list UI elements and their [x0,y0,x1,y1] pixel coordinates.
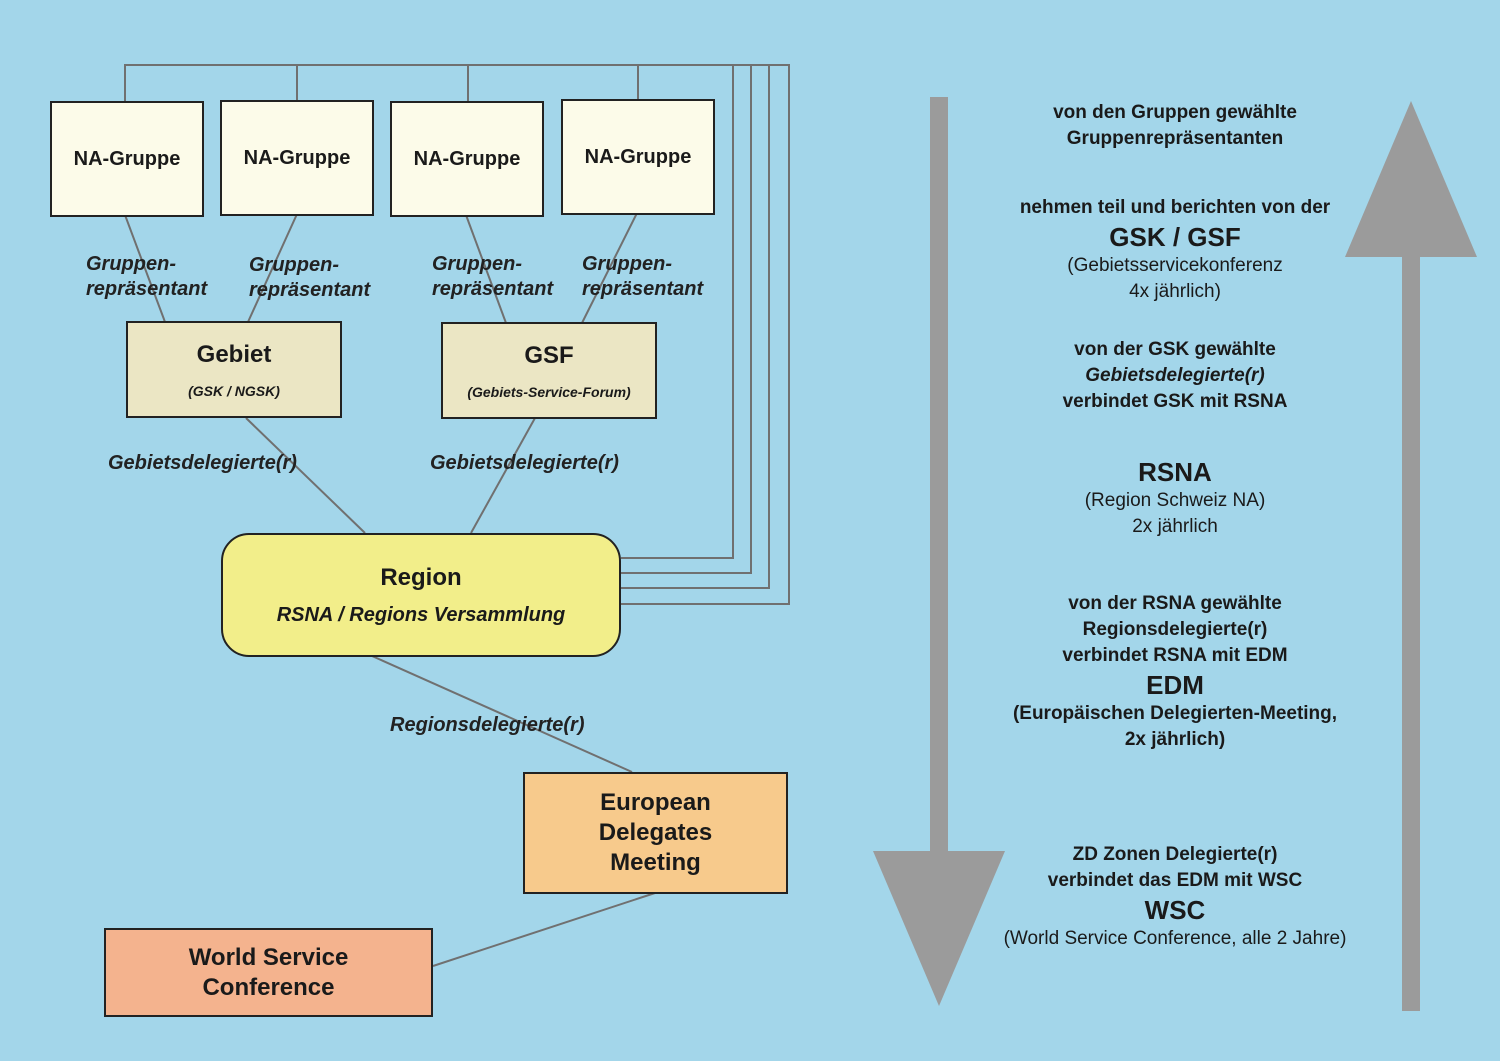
group-rep-label: Gruppen-repräsentant [86,253,208,300]
na-group-box: NA-Gruppe [50,101,204,217]
gsf-box: GSF (Gebiets-Service-Forum) [441,322,657,419]
info-block-rsna: RSNA (Region Schweiz NA) 2x jährlich [1084,457,1266,537]
info-block-wsc: ZD Zonen Delegierte(r) verbindet das EDM… [1003,844,1347,949]
gebiet-subtitle: (GSK / NGSK) [188,382,280,399]
edm-line: Meeting [610,849,701,876]
na-group-label: NA-Gruppe [413,147,521,170]
info-block-gsk: nehmen teil und berichten von der GSK / … [1019,197,1331,302]
region-box: Region RSNA / Regions Versammlung [221,533,621,657]
area-delegate-label: Gebietsdelegierte(r) [108,452,297,474]
group-rep-label: Gruppen-repräsentant [582,253,704,300]
na-group-box: NA-Gruppe [220,100,374,216]
area-delegate-label: Gebietsdelegierte(r) [430,452,619,474]
region-title: Region [380,563,462,591]
info-block-groups: von den Gruppen gewählte Gruppenrepräsen… [1053,102,1297,149]
edm-line: Delegates [598,819,713,846]
gebiet-box: Gebiet (GSK / NGSK) [126,321,342,418]
edm-box: European Delegates Meeting [523,772,788,894]
wsc-line: Conference [202,973,335,1001]
group-rep-label: Gruppen-repräsentant [249,254,371,301]
wsc-line: World Service [188,943,349,971]
group-rep-label: Gruppen-repräsentant [432,253,554,300]
info-block-area-delegate: von der GSK gewählte Gebietsdelegierte(r… [1062,339,1288,412]
region-delegate-label: Regionsdelegierte(r) [390,714,585,736]
na-group-label: NA-Gruppe [584,145,692,168]
na-group-box: NA-Gruppe [561,99,715,215]
arrow-up-icon [1345,101,1477,1011]
na-group-box: NA-Gruppe [390,101,544,217]
wsc-box: World Service Conference [104,928,433,1017]
edm-line: European [600,789,711,816]
info-block-edm: von der RSNA gewählte Regionsdelegierte(… [1012,593,1338,750]
na-group-label: NA-Gruppe [243,146,351,169]
gsf-subtitle: (Gebiets-Service-Forum) [467,383,631,400]
na-group-label: NA-Gruppe [73,147,181,170]
gsf-title: GSF [524,341,574,369]
region-subtitle: RSNA / Regions Versammlung [276,603,566,626]
arrow-down-icon [873,97,1005,1006]
gebiet-title: Gebiet [196,340,272,368]
